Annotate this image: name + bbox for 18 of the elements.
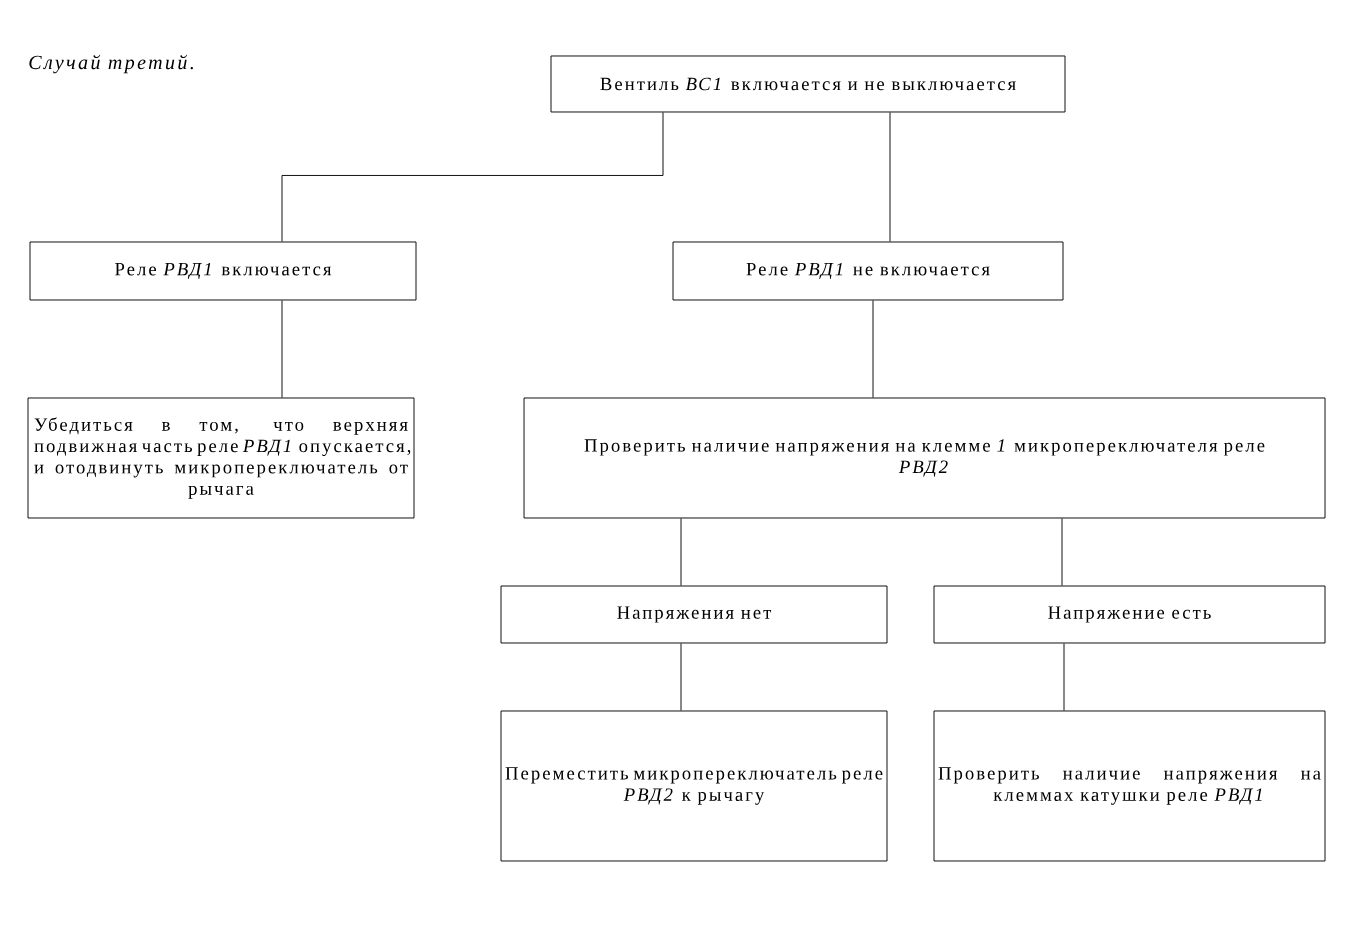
process-box: Напряжение есть [933,585,1326,644]
process-box: Переместить микропереключатель реле РВД2 к рычагу [500,710,888,862]
connector-line [281,300,283,398]
process-box: Проверить наличие напряжения на клемме 1 микропереключателя реле РВД2 [523,397,1326,519]
process-box: Убедиться в том, что верхняя подвижная часть реле РВД1 опускается, и отодвинуть микропереключатель от рычага [27,397,415,519]
connector-line [1063,643,1065,711]
connector-line [281,112,664,242]
connector-line [889,112,891,242]
process-box: Вентиль ВС1 включается и не выключается [550,55,1066,113]
connector-line [1061,518,1063,586]
process-box: Реле РВД1 не включается [672,241,1064,301]
connector-line [680,518,682,586]
connector-line [872,300,874,398]
connector-line [680,643,682,711]
process-box: Проверить наличие напряжения на клеммах катушки реле РВД1 [933,710,1326,862]
process-box: Реле РВД1 включается [29,241,417,301]
process-box: Напряжения нет [500,585,888,644]
heading: Случай третий. [29,54,193,74]
